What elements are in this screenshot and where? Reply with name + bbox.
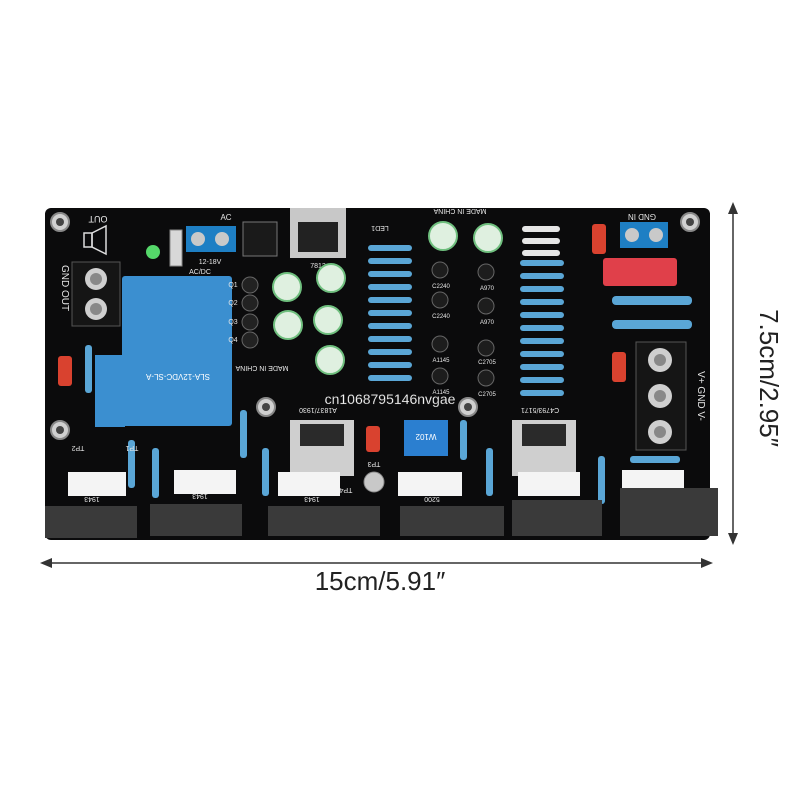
label-ac: AC bbox=[220, 213, 231, 222]
label-made-in-china-top: MADE IN CHINA bbox=[433, 207, 486, 214]
label-a970-1: A970 bbox=[480, 286, 495, 292]
label-c4793: C4793/5171 bbox=[521, 406, 559, 413]
label-q3: Q3 bbox=[228, 319, 237, 326]
label-tp3: TP3 bbox=[367, 460, 380, 467]
label-gnd-in: GND IN bbox=[628, 212, 656, 221]
label-1943-c: 1943 bbox=[304, 495, 320, 502]
amplifier-board: OUT GND OUT SLA-12VDC-SL-A AC 12-18V AC/… bbox=[45, 207, 718, 540]
driver-heatsink-left bbox=[290, 420, 354, 476]
bridge-rectifier bbox=[242, 221, 278, 257]
label-a1145-2: A1145 bbox=[433, 390, 451, 396]
label-a970-2: A970 bbox=[480, 320, 495, 326]
label-q1: Q1 bbox=[228, 282, 237, 289]
height-label: 7.5cm/2.95″ bbox=[754, 309, 784, 447]
capacitors bbox=[272, 221, 503, 375]
width-label: 15cm/5.91″ bbox=[315, 566, 446, 596]
vertical-resistors bbox=[85, 345, 680, 504]
mounting-hole bbox=[686, 218, 694, 226]
speaker-icon bbox=[83, 224, 107, 256]
output-terminal bbox=[71, 261, 121, 327]
power-transistors bbox=[45, 488, 718, 538]
fuse bbox=[169, 229, 183, 267]
red-cap-right bbox=[612, 352, 626, 382]
label-q4: Q4 bbox=[228, 337, 237, 344]
resistor-array-right bbox=[520, 260, 564, 396]
film-capacitor bbox=[603, 258, 677, 286]
relay: SLA-12VDC-SL-A bbox=[95, 276, 232, 427]
label-c2705-1: C2705 bbox=[478, 360, 496, 366]
label-ac-voltage: 12-18V bbox=[199, 259, 222, 266]
small-capacitor bbox=[363, 471, 385, 493]
label-1943-b: 1943 bbox=[192, 492, 208, 499]
resistor-array-left bbox=[368, 245, 412, 381]
mounting-hole bbox=[262, 403, 270, 411]
width-dimension: 15cm/5.91″ bbox=[40, 558, 713, 596]
label-acdc: AC/DC bbox=[189, 269, 211, 276]
label-c2705-2: C2705 bbox=[478, 392, 496, 398]
watermark: cn1068795146nvgae bbox=[325, 391, 456, 407]
label-tp4: TP4 bbox=[339, 486, 352, 493]
label-w102: W102 bbox=[415, 432, 436, 441]
mounting-hole bbox=[56, 426, 64, 434]
label-out: OUT bbox=[88, 214, 108, 224]
mounting-hole bbox=[464, 403, 472, 411]
driver-heatsink-right bbox=[512, 420, 576, 476]
regulator-7812 bbox=[290, 208, 346, 258]
relay-model: SLA-12VDC-SL-A bbox=[145, 372, 210, 381]
small-red-cap bbox=[592, 224, 606, 254]
label-1943-a: 1943 bbox=[84, 495, 100, 502]
red-cap-center bbox=[366, 426, 380, 452]
driver-transistors bbox=[431, 261, 495, 387]
power-terminal bbox=[635, 341, 687, 451]
diode-array bbox=[522, 226, 560, 256]
trim-potentiometer bbox=[404, 420, 448, 456]
label-gnd-out: GND OUT bbox=[59, 265, 70, 311]
transistor-group-q bbox=[241, 276, 259, 349]
label-7812: 7812 bbox=[310, 263, 326, 270]
power-resistors bbox=[612, 296, 692, 329]
input-terminal bbox=[620, 222, 668, 248]
label-tp1: TP1 bbox=[125, 444, 138, 451]
label-led1: LED1 bbox=[371, 224, 389, 231]
height-dimension: 7.5cm/2.95″ bbox=[728, 202, 784, 545]
label-tp2: TP2 bbox=[71, 444, 84, 451]
label-made-in-china-mid: MADE IN CHINA bbox=[235, 364, 288, 371]
led-green bbox=[146, 245, 160, 259]
label-a1145-1: A1145 bbox=[433, 358, 451, 364]
mounting-hole bbox=[56, 218, 64, 226]
label-c2240-1: C2240 bbox=[432, 284, 450, 290]
ac-terminal bbox=[186, 226, 236, 252]
red-cap-left bbox=[58, 356, 72, 386]
label-a1837: A1837/1930 bbox=[299, 406, 337, 413]
label-c2240-2: C2240 bbox=[432, 314, 450, 320]
label-q2: Q2 bbox=[228, 300, 237, 307]
cement-resistors bbox=[68, 470, 684, 496]
label-v-terminals: V+ GND V- bbox=[695, 371, 706, 421]
label-5200: 5200 bbox=[424, 495, 440, 502]
